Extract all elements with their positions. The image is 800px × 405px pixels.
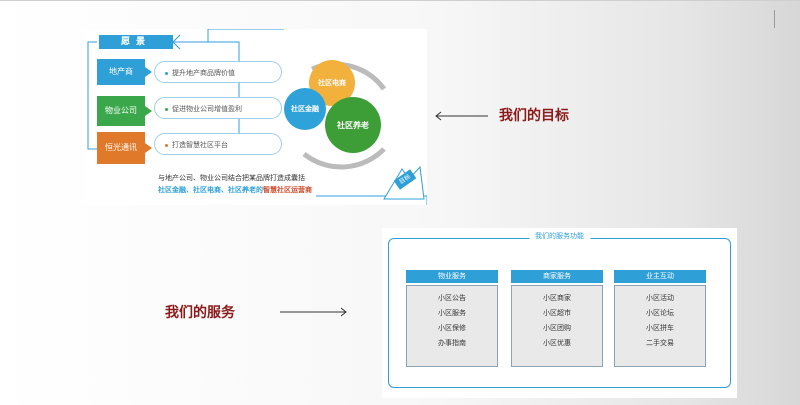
bullet-icon	[165, 107, 168, 111]
list-item: 小区服务	[438, 309, 466, 317]
list-item: 二手交易	[646, 339, 674, 347]
gear-community-finance: 社区金融	[287, 91, 323, 127]
bullet-icon	[165, 143, 168, 147]
column-body: 小区活动 小区论坛 小区拼车 二手交易	[614, 285, 706, 367]
list-item: 小区论坛	[646, 309, 674, 317]
pillar-text: 打造智慧社区平台	[172, 141, 228, 149]
services-title: 我们的服务功能	[529, 231, 590, 241]
slide-top-border	[0, 0, 800, 1]
list-item: 小区团购	[543, 324, 571, 332]
vision-label: 愿景	[99, 35, 173, 49]
column-header: 物业服务	[406, 270, 498, 283]
column-header: 业主互动	[614, 270, 706, 283]
pillar-text-developer: 提升地产商品牌价值	[154, 61, 282, 83]
pillar-tag-telecom: 恒光通讯	[97, 132, 152, 164]
services-frame: 我们的服务功能 物业服务 小区公告 小区服务 小区保修 办事指南 商家服务 小区…	[388, 231, 731, 388]
gear-community-elderly-care: 社区养老	[329, 101, 377, 149]
list-item: 小区优惠	[543, 339, 571, 347]
list-item: 小区超市	[543, 309, 571, 317]
pillar-text-property: 促进物业公司增值盈利	[154, 97, 282, 119]
goals-caption: 与地产公司、物业公司结合把某品牌打造成囊括 社区金融、社区电商、社区养老的智慧社…	[158, 172, 312, 196]
column-body: 小区公告 小区服务 小区保修 办事指南	[406, 285, 498, 367]
service-column-merchant: 商家服务 小区商家 小区超市 小区团购 小区优惠	[511, 270, 603, 367]
our-goals-label: 我们的目标	[499, 108, 569, 124]
corner-mark	[774, 10, 775, 28]
services-diagram: 我们的服务功能 物业服务 小区公告 小区服务 小区保修 办事指南 商家服务 小区…	[382, 228, 737, 398]
caption-line-2: 社区金融、社区电商、社区养老的智慧社区运营商	[158, 184, 312, 196]
list-item: 小区活动	[646, 294, 674, 302]
caption-highlight-blue: 社区金融、社区电商、社区养老的	[158, 186, 263, 194]
goals-diagram: 愿景 地产商 物业公司 恒光通讯 提升地产商品牌价值 促进物业公司增值盈利 打造…	[84, 29, 427, 205]
pillar-tag-property: 物业公司	[97, 96, 152, 126]
list-item: 小区保修	[438, 324, 466, 332]
list-item: 办事指南	[438, 339, 466, 347]
service-column-owner-interaction: 业主互动 小区活动 小区论坛 小区拼车 二手交易	[614, 270, 706, 367]
our-services-label: 我们的服务	[165, 305, 235, 321]
caption-highlight-red: 智慧社区运营商	[263, 186, 312, 194]
column-body: 小区商家 小区超市 小区团购 小区优惠	[511, 285, 603, 367]
list-item: 小区商家	[543, 294, 571, 302]
pillar-text: 提升地产商品牌价值	[172, 69, 235, 77]
bullet-icon	[165, 71, 168, 75]
pillar-text: 促进物业公司增值盈利	[172, 105, 242, 113]
pillar-tag-developer: 地产商	[97, 59, 152, 85]
list-item: 小区拼车	[646, 324, 674, 332]
list-item: 小区公告	[438, 294, 466, 302]
column-header: 商家服务	[511, 270, 603, 283]
caption-line-1: 与地产公司、物业公司结合把某品牌打造成囊括	[158, 174, 305, 182]
pillar-text-telecom: 打造智慧社区平台	[154, 133, 282, 155]
service-column-property: 物业服务 小区公告 小区服务 小区保修 办事指南	[406, 270, 498, 367]
